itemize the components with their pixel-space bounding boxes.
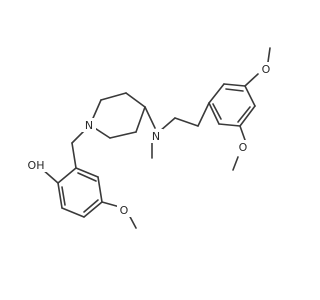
- amine-nitrogen-label: N: [152, 130, 160, 143]
- atom-labels: N N OH O O O: [25, 62, 273, 217]
- structure-canvas: N N OH O O O: [25, 47, 273, 229]
- structure-drawing: N N OH O O O: [25, 47, 273, 229]
- bond-lines: [41, 47, 271, 229]
- hydroxyl-label: OH: [28, 159, 45, 172]
- bottom-methoxy-oxygen-label: O: [239, 141, 248, 154]
- ring-nitrogen-label: N: [85, 119, 93, 132]
- top-methoxy-oxygen-label: O: [262, 63, 271, 76]
- phenol-methoxy-oxygen-label: O: [120, 204, 129, 217]
